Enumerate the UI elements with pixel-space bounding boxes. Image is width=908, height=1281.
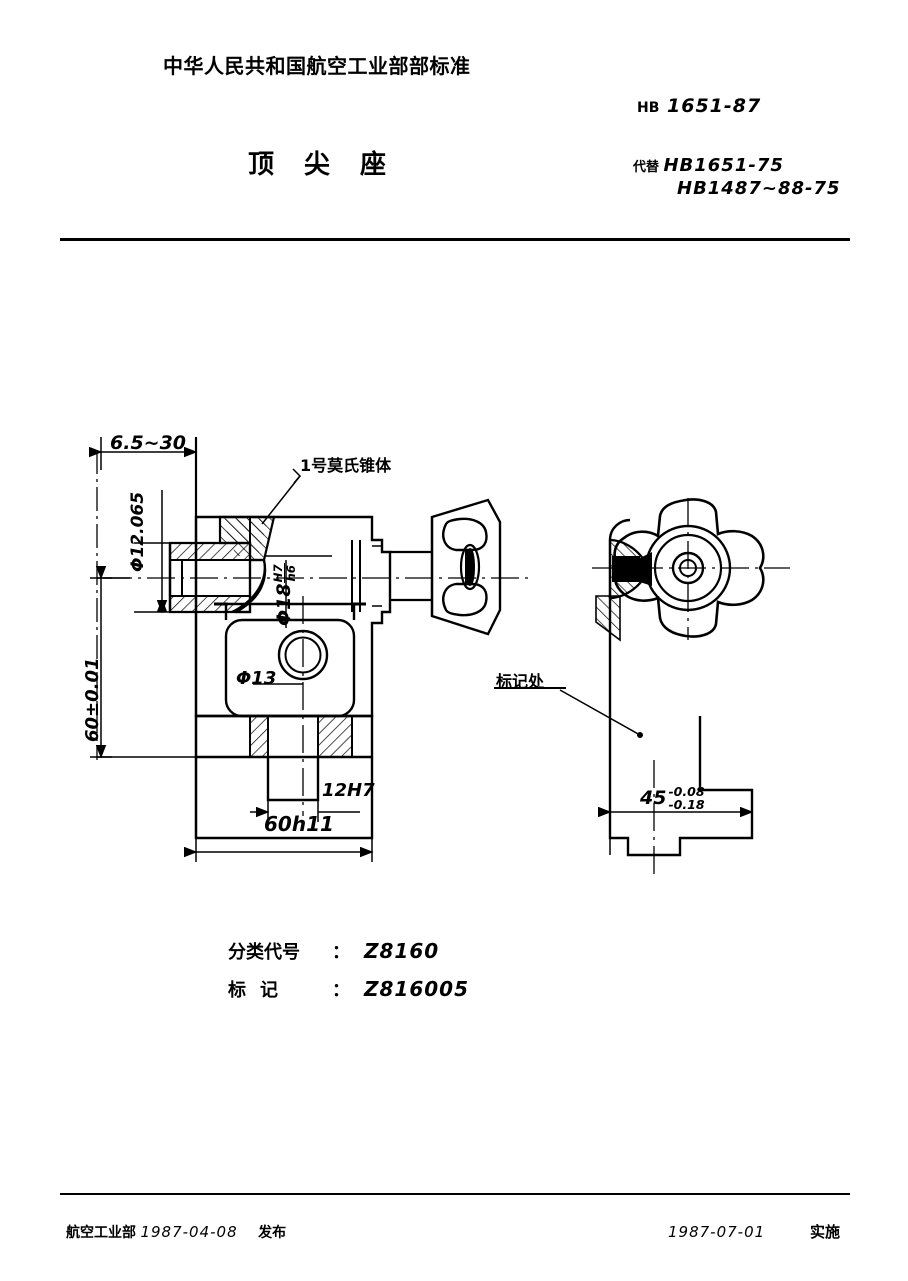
annotation-marking-place: 标记处 (496, 672, 545, 691)
annotation-morse-taper: 1号莫氏锥体 (300, 456, 392, 475)
footer-effective-word: 实施 (810, 1223, 841, 1241)
dimension-hole-diameter: Φ13 (236, 668, 277, 689)
classification-colon: ： (332, 942, 350, 963)
dimension-base-length: 60h11 (264, 812, 334, 836)
replaces-block: 代替 HB1651-75 HB1487~88-75 (633, 155, 841, 199)
classification-block: 分类代号 ： Z8160 标记 ： Z816005 (228, 938, 469, 1014)
classification-label: 分类代号 (228, 942, 300, 963)
dimension-pin-hole: 12H7 (322, 780, 375, 801)
footer-issuer: 航空工业部 (66, 1225, 136, 1241)
footer-effective-date: 1987-07-01 (668, 1223, 766, 1241)
fit-diameter-value: Φ18 (273, 583, 296, 626)
standard-number: HB 1651-87 (637, 95, 761, 117)
fit-tolerance-shaft: h6 (284, 565, 299, 582)
classification-row: 分类代号 ： Z8160 (228, 938, 469, 964)
page-title: 顶尖座 (248, 150, 417, 180)
width-45-lower: -0.18 (668, 796, 705, 812)
ministry-heading: 中华人民共和国航空工业部部标准 (163, 54, 471, 78)
footer-divider (60, 1193, 850, 1195)
standard-prefix: HB (637, 100, 660, 116)
replaces-label: 代替 (633, 160, 660, 175)
width-45-upper: -0.08 (668, 784, 705, 799)
dimension-stroke-range: 6.5~30 (110, 432, 187, 454)
width-45-value: 45 (640, 787, 667, 810)
replaces-value-1: HB1651-75 (663, 155, 784, 176)
footer-issue-word: 发布 (258, 1225, 287, 1241)
dimension-bore-small: Φ12.065 (128, 491, 148, 572)
replaces-value-2: HB1487~88-75 (677, 178, 841, 199)
dimension-height-tolerance: 60±0.01 (82, 657, 103, 742)
marking-row: 标记 ： Z816005 (228, 976, 469, 1002)
standard-number-value: 1651-87 (667, 95, 762, 117)
footer-issue-date: 1987-04-08 (140, 1223, 238, 1241)
width-45-tolerances: -0.08-0.18 (668, 784, 705, 812)
footer-issue-block: 航空工业部 1987-04-08 发布 (66, 1222, 286, 1242)
marking-colon: ： (332, 980, 350, 1001)
fit-tolerance-hole: H7 (271, 563, 286, 584)
dimension-width-45: 45-0.08-0.18 (640, 784, 705, 812)
classification-value: Z8160 (364, 939, 440, 963)
header-divider (60, 238, 850, 241)
marking-value: Z816005 (364, 977, 469, 1001)
marking-label: 标记 (228, 980, 292, 1001)
